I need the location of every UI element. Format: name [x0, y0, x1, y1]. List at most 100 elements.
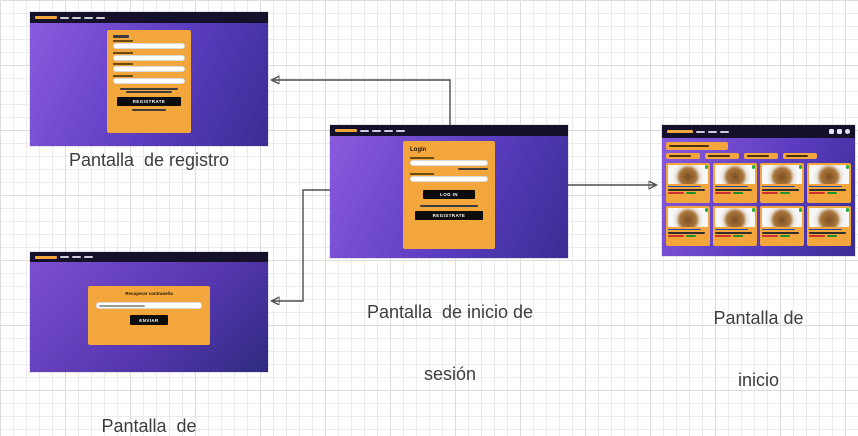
filter-pill: [705, 153, 739, 159]
name-input: [113, 43, 185, 49]
nav-item: [696, 130, 705, 133]
screen-node-login[interactable]: Login LOG IN REGISTRATE: [330, 125, 568, 258]
field-label: [113, 63, 133, 65]
nav-item: [72, 256, 81, 258]
product-title-text: [668, 185, 701, 188]
enviar-button: ENVIAR: [130, 315, 168, 325]
price-row: [715, 192, 755, 194]
product-image: [715, 165, 755, 184]
status-dot: [845, 165, 849, 169]
product-image: [762, 165, 802, 184]
email-input: [410, 159, 488, 166]
note-text-line: [126, 91, 172, 93]
product-image: [715, 208, 755, 227]
product-card: [666, 206, 710, 246]
registrate-button: REGISTRATE: [415, 211, 483, 220]
registro-form-card: REGISTRATE: [107, 30, 191, 133]
brand-logo: [335, 129, 357, 132]
product-image: [809, 208, 849, 227]
inicio-navbar: [662, 125, 855, 138]
inicio-screen-body: [662, 138, 855, 256]
product-grid: [666, 163, 851, 246]
recuperar-form-card: Recuperar contraseña ENVIAR: [88, 286, 210, 345]
pill-text: [669, 145, 709, 147]
form-title-text: [113, 35, 129, 38]
price-row: [668, 235, 708, 237]
product-card: [666, 163, 710, 203]
screen-node-registro[interactable]: REGISTRATE: [30, 12, 268, 146]
screen-node-inicio[interactable]: [662, 125, 855, 256]
pill-text: [786, 155, 808, 157]
nav-item: [360, 129, 369, 132]
label-recuperar[interactable]: Pantalla de recuperar contraseña: [101, 416, 197, 436]
nav-item: [84, 16, 93, 19]
connector-login-to-registro[interactable]: [272, 80, 451, 125]
registrate-button: REGISTRATE: [117, 97, 181, 106]
product-card: [713, 163, 757, 203]
product-desc-text: [715, 231, 752, 234]
filter-pill: [783, 153, 817, 159]
pill-text: [708, 155, 730, 157]
password-input: [113, 77, 185, 84]
field-label: [113, 74, 133, 77]
price-row: [762, 235, 802, 237]
email-input: [113, 66, 185, 72]
nav-item: [396, 129, 405, 132]
status-dot: [798, 165, 802, 169]
product-desc-text: [762, 188, 799, 191]
product-image: [762, 208, 802, 227]
product-card: [807, 206, 851, 246]
nav-item: [60, 256, 69, 258]
recuperar-navbar: [30, 252, 268, 262]
status-dot: [704, 165, 708, 169]
price-text: [668, 192, 684, 194]
price-row: [762, 192, 802, 194]
product-card: [760, 163, 804, 203]
status-dot: [798, 208, 802, 212]
product-card: [807, 163, 851, 203]
product-desc-text: [762, 231, 799, 234]
stock-text: [686, 235, 697, 237]
product-image: [809, 165, 849, 184]
price-text: [762, 192, 778, 194]
login-button: LOG IN: [423, 190, 475, 199]
no-account-text: [420, 205, 478, 207]
nav-item: [720, 130, 729, 133]
product-image: [668, 208, 708, 227]
price-text: [715, 235, 731, 237]
status-dot: [751, 208, 755, 212]
login-form-card: Login LOG IN REGISTRATE: [403, 141, 495, 249]
price-text: [809, 235, 825, 237]
field-label: [113, 51, 133, 54]
product-title-text: [668, 228, 701, 231]
filter-pill: [666, 153, 700, 159]
placeholder-text: [99, 304, 145, 307]
product-desc-text: [715, 188, 752, 191]
brand-logo: [35, 255, 57, 259]
connector-login-to-recuperar[interactable]: [272, 189, 330, 301]
label-inicio[interactable]: Pantalla de inicio: [713, 308, 804, 390]
login-navbar: [330, 125, 568, 136]
login-screen-body: Login LOG IN REGISTRATE: [330, 136, 568, 258]
stock-text: [686, 192, 697, 194]
recuperar-screen-body: Recuperar contraseña ENVIAR: [30, 262, 268, 372]
screen-node-recuperar[interactable]: Recuperar contraseña ENVIAR: [30, 252, 268, 372]
stock-text: [827, 235, 838, 237]
label-registro[interactable]: Pantalla de registro: [68, 150, 230, 170]
navbar-icon: [837, 129, 842, 134]
price-row: [809, 192, 849, 194]
status-dot: [845, 208, 849, 212]
product-desc-text: [809, 231, 846, 234]
product-card: [713, 206, 757, 246]
password-input: [410, 175, 488, 182]
field-label: [410, 172, 434, 175]
stock-text: [780, 235, 791, 237]
label-login[interactable]: Pantalla de inicio de sesión: [366, 302, 534, 384]
product-title-text: [762, 228, 795, 231]
product-desc-text: [668, 231, 705, 234]
price-text: [762, 235, 778, 237]
price-text: [715, 192, 731, 194]
forgot-password-link-text: [458, 168, 488, 170]
category-pill: [666, 142, 728, 150]
